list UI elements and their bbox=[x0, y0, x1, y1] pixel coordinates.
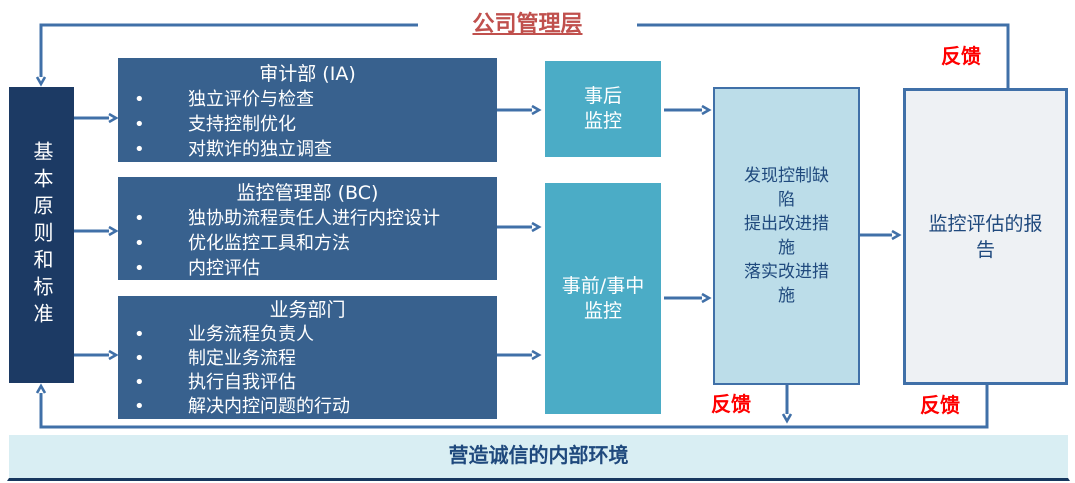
bullet-item: 执行自我评估 bbox=[118, 371, 497, 395]
bullet-item: 制定业务流程 bbox=[118, 347, 497, 371]
bc-department-title: 监控管理部 (BC) bbox=[236, 182, 379, 204]
bullet-item: 独协助流程责任人进行内控设计 bbox=[118, 206, 497, 231]
business-department-title: 业务部门 bbox=[269, 299, 346, 321]
business-department-bullets: 业务流程负责人 制定业务流程 执行自我评估 解决内控问题的行动 bbox=[118, 323, 497, 419]
bullet-item: 对欺诈的独立调查 bbox=[118, 137, 497, 162]
bullet-item: 支持控制优化 bbox=[118, 112, 497, 137]
action-line: 发现控制缺陷 bbox=[743, 166, 829, 210]
feedback-line-bottom bbox=[35, 383, 989, 429]
post-monitoring-box: 事后 监控 bbox=[542, 58, 664, 160]
control-defect-actions-box: 发现控制缺陷 提出改进措施 落实改进措施 bbox=[713, 87, 860, 385]
bullet-item: 内控评估 bbox=[118, 256, 497, 281]
audit-department-box: 审计部 (IA) 独立评价与检查 支持控制优化 对欺诈的独立调查 bbox=[118, 58, 497, 162]
pre-mid-monitoring-box: 事前/事中 监控 bbox=[542, 180, 664, 417]
audit-department-title: 审计部 (IA) bbox=[259, 63, 356, 85]
management-box: 公司管理层 bbox=[418, 2, 637, 47]
action-line: 落实改进措施 bbox=[743, 262, 829, 306]
business-department-box: 业务部门 业务流程负责人 制定业务流程 执行自我评估 解决内控问题的行动 bbox=[118, 296, 497, 419]
principles-bar-label: 基本原则和标准 bbox=[30, 140, 54, 330]
monitoring-report-box: 监控评估的报告 bbox=[903, 88, 1068, 385]
control-defect-actions-text: 发现控制缺陷 提出改进措施 落实改进措施 bbox=[742, 164, 830, 308]
bullet-item: 解决内控问题的行动 bbox=[118, 395, 497, 419]
bullet-item: 优化监控工具和方法 bbox=[118, 231, 497, 256]
feedback-label-top-right: 反馈 bbox=[941, 44, 981, 68]
bullet-item: 独立评价与检查 bbox=[118, 87, 497, 112]
principles-bar: 基本原则和标准 bbox=[9, 87, 74, 383]
bc-department-bullets: 独协助流程责任人进行内控设计 优化监控工具和方法 内控评估 bbox=[118, 206, 497, 281]
bc-department-box: 监控管理部 (BC) 独协助流程责任人进行内控设计 优化监控工具和方法 内控评估 bbox=[118, 177, 497, 281]
feedback-label-bottom-right: 反馈 bbox=[920, 393, 960, 417]
action-line: 提出改进措施 bbox=[743, 214, 829, 258]
audit-department-bullets: 独立评价与检查 支持控制优化 对欺诈的独立调查 bbox=[118, 87, 497, 162]
monitoring-report-label: 监控评估的报告 bbox=[928, 212, 1043, 261]
feedback-label-bottom-middle: 反馈 bbox=[711, 392, 751, 416]
environment-bar: 营造诚信的内部环境 bbox=[7, 433, 1070, 481]
bullet-item: 业务流程负责人 bbox=[118, 323, 497, 347]
